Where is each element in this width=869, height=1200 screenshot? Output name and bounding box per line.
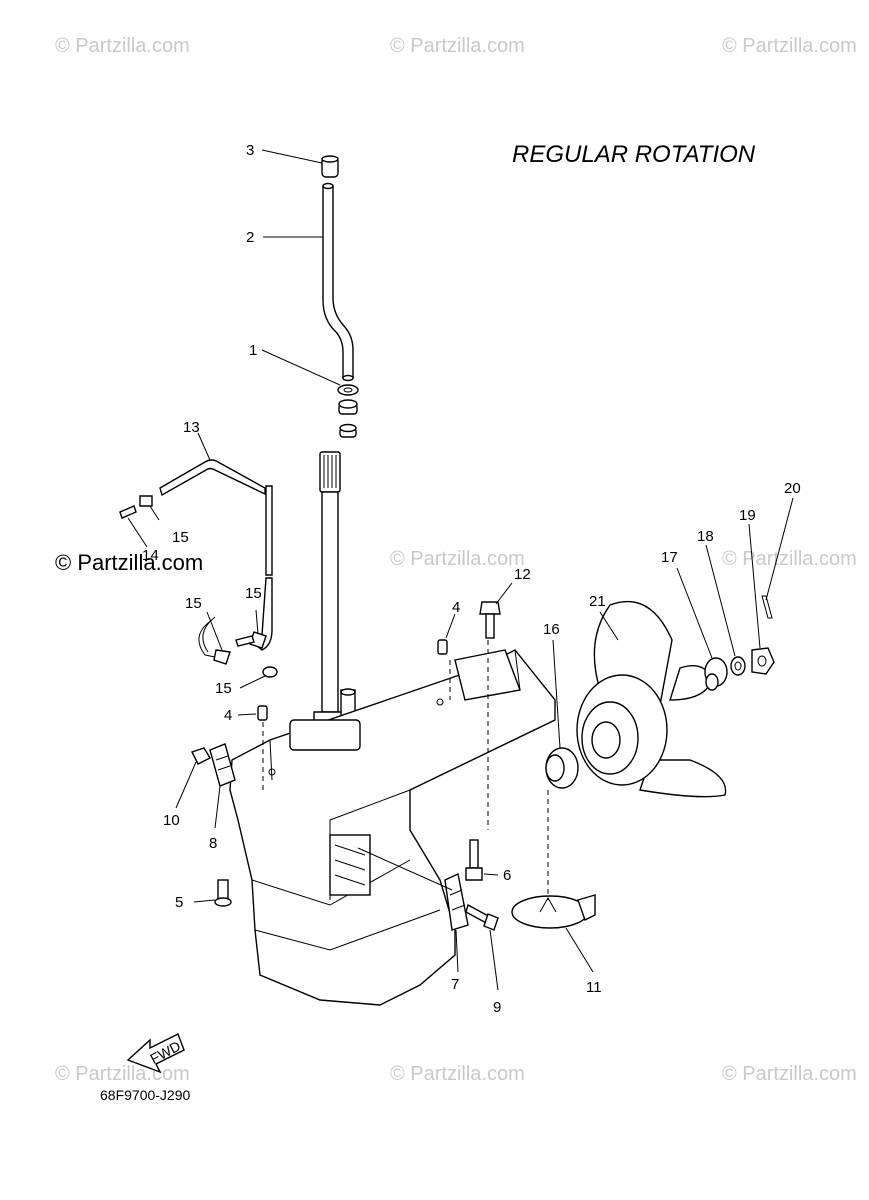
callout-15-c: 15 bbox=[185, 595, 202, 612]
part-20-cotter-pin bbox=[761, 595, 773, 619]
callout-19: 19 bbox=[739, 507, 756, 524]
part-14-screws bbox=[119, 505, 255, 647]
callout-labels: 3 2 1 13 15 14 15 15 15 4 4 12 10 8 5 6 … bbox=[142, 142, 801, 1016]
alignment-lines bbox=[262, 640, 549, 900]
part-6-bolt bbox=[465, 839, 483, 881]
part-8-anode bbox=[209, 743, 236, 787]
part-2-water-tube bbox=[322, 182, 354, 382]
lower-case-housing bbox=[229, 649, 556, 1006]
diagram-code: 68F9700-J290 bbox=[100, 1087, 191, 1103]
callout-5: 5 bbox=[175, 894, 183, 911]
part-1-grommets bbox=[337, 384, 359, 438]
callout-10: 10 bbox=[163, 812, 180, 829]
callout-16: 16 bbox=[543, 621, 560, 638]
callout-18: 18 bbox=[697, 528, 714, 545]
callout-4-lower: 4 bbox=[224, 707, 232, 724]
part-5-bolt bbox=[214, 879, 232, 907]
callout-12: 12 bbox=[514, 566, 531, 583]
callout-14: 14 bbox=[142, 547, 159, 564]
part-11-trim-tab bbox=[511, 894, 596, 929]
part-3-grommet bbox=[321, 155, 339, 178]
watermarks: © Partzilla.com © Partzilla.com © Partzi… bbox=[55, 35, 857, 1085]
diagram-title: REGULAR ROTATION bbox=[512, 141, 756, 168]
watermark-bottom-left: © Partzilla.com bbox=[55, 1063, 190, 1085]
callout-11: 11 bbox=[586, 979, 602, 996]
callout-20: 20 bbox=[784, 480, 801, 497]
part-21-propeller bbox=[576, 600, 727, 798]
watermark-left-dark: © Partzilla.com bbox=[55, 550, 203, 575]
part-18-washer bbox=[730, 656, 746, 676]
watermark-bottom-center: © Partzilla.com bbox=[390, 1063, 525, 1085]
part-4-dowel-pins bbox=[257, 639, 448, 721]
watermark-middle-right: © Partzilla.com bbox=[722, 548, 857, 570]
part-12-bolt bbox=[479, 601, 501, 639]
leader-lines bbox=[127, 149, 794, 991]
callout-6: 6 bbox=[503, 867, 511, 884]
watermark-top-right: © Partzilla.com bbox=[722, 35, 857, 57]
callout-1: 1 bbox=[249, 342, 257, 359]
part-17-spacer bbox=[704, 657, 728, 691]
callout-9: 9 bbox=[493, 999, 501, 1016]
callout-8: 8 bbox=[209, 835, 217, 852]
callout-2: 2 bbox=[246, 229, 254, 246]
part-9-bolt bbox=[465, 903, 499, 931]
callout-4-upper: 4 bbox=[452, 599, 460, 616]
part-7-anode bbox=[444, 872, 469, 931]
watermark-top-center: © Partzilla.com bbox=[390, 35, 525, 57]
watermark-top-left: © Partzilla.com bbox=[55, 35, 190, 57]
callout-15-d: 15 bbox=[215, 680, 232, 697]
part-16-thrust-washer bbox=[545, 747, 579, 789]
callout-15-a: 15 bbox=[172, 529, 189, 546]
drive-shaft bbox=[313, 451, 356, 731]
callout-15-b: 15 bbox=[245, 585, 262, 602]
callout-3: 3 bbox=[246, 142, 254, 159]
part-19-nut bbox=[751, 647, 775, 675]
callout-21: 21 bbox=[589, 593, 606, 610]
watermark-bottom-right: © Partzilla.com bbox=[722, 1063, 857, 1085]
part-10-nut bbox=[191, 747, 211, 765]
watermark-middle-center: © Partzilla.com bbox=[390, 548, 525, 570]
callout-17: 17 bbox=[661, 549, 678, 566]
callout-13: 13 bbox=[183, 419, 200, 436]
callout-7: 7 bbox=[451, 976, 459, 993]
part-13-hose bbox=[159, 459, 273, 659]
